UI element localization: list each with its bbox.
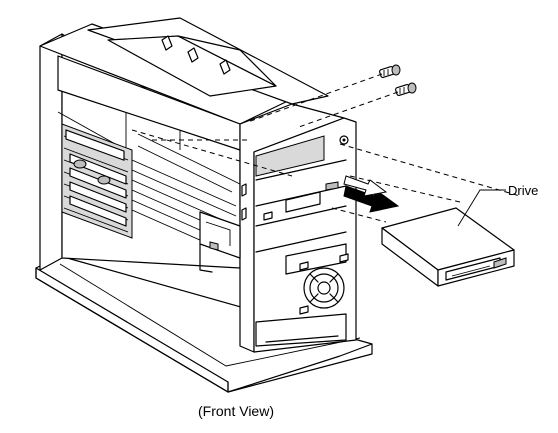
drive-callout: Drive	[457, 183, 538, 227]
front-bezel	[239, 103, 357, 353]
drive-label: Drive	[508, 183, 538, 198]
removal-arrow-icon	[343, 175, 400, 213]
floppy-drive	[381, 207, 515, 287]
screw-icon	[379, 64, 417, 97]
alignment-lines	[131, 73, 521, 223]
expansion-slots	[61, 123, 237, 257]
chassis-top-frame	[39, 17, 329, 151]
fan-grille	[299, 253, 349, 315]
inner-bracket	[199, 211, 241, 273]
figure-caption: (Front View)	[198, 403, 274, 419]
slot-screws	[73, 159, 111, 185]
